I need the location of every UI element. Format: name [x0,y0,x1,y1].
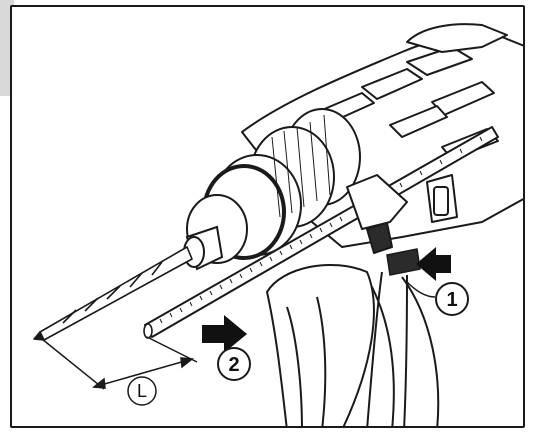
push-button-1 [366,248,421,426]
push-arrow-2-icon [202,315,247,353]
dimension-label: L [137,381,147,401]
callout-2-label: 2 [228,354,239,376]
callout-2: 2 [217,347,251,381]
callout-1: 1 [406,281,469,316]
drill-handle [266,264,440,426]
dimension-l [41,336,198,406]
push-arrow-icon [416,247,451,281]
figure-frame: 1 2 L [10,5,525,428]
depth-gauge-clamp [346,174,408,254]
drill-chuck [183,108,361,271]
callout-1-label: 1 [446,289,457,311]
drill-illustration: 1 2 L [33,23,523,426]
